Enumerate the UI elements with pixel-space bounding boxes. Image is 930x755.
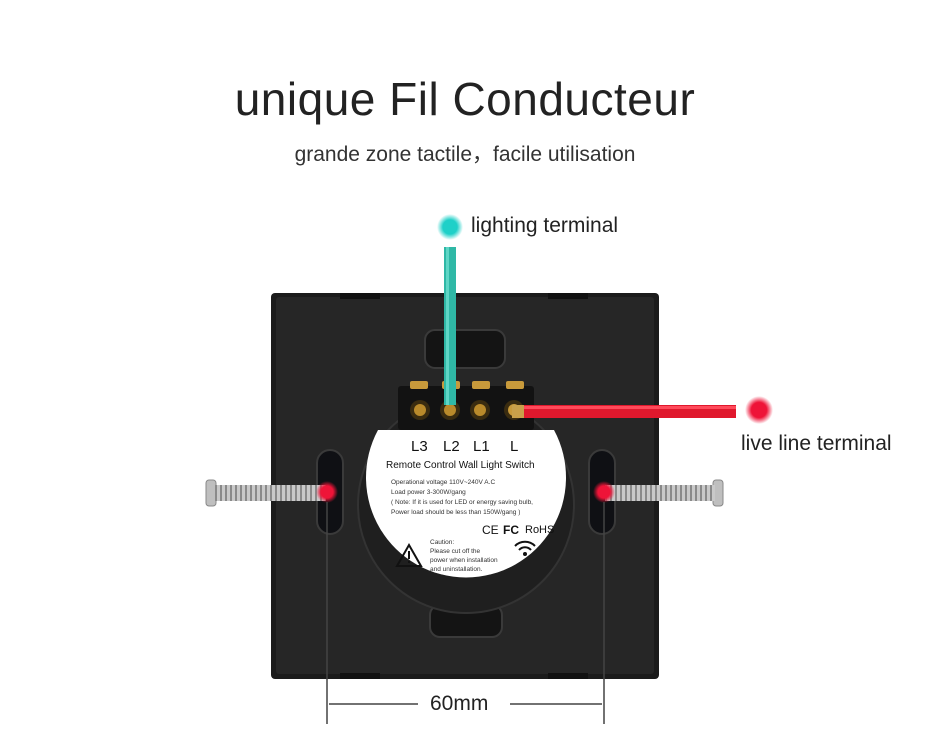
right-screw bbox=[605, 479, 724, 507]
subheadline: grande zone tactile，facile utilisation bbox=[294, 143, 636, 166]
label-sticker bbox=[365, 430, 566, 578]
caution-line: Please cut off the bbox=[430, 548, 481, 555]
wifi-icon bbox=[514, 540, 536, 551]
cert-rohs: RoHS bbox=[525, 524, 555, 536]
cert-ce: CE bbox=[482, 523, 499, 537]
terminal-label-l2: L2 bbox=[443, 438, 460, 455]
live-terminal-label: live line terminal bbox=[741, 432, 892, 455]
caution-line: power when installation bbox=[430, 557, 498, 564]
sticker-spec-line: Power load should be less than 150W/gang… bbox=[391, 509, 521, 516]
terminal-label-l1: L1 bbox=[473, 438, 490, 455]
headline: unique Fil Conducteur bbox=[234, 73, 696, 125]
sticker-spec-line: Operational voltage 110V~240V A.C bbox=[391, 479, 496, 486]
terminal-label-l: L bbox=[510, 438, 519, 455]
cert-fc: FC bbox=[503, 523, 519, 537]
lighting-wire bbox=[444, 247, 456, 405]
left-screw bbox=[205, 479, 326, 507]
sticker-spec-line: Load power 3-300W/gang bbox=[391, 489, 466, 496]
caution-line: and uninstallation. bbox=[430, 566, 483, 573]
caution-line: Caution: bbox=[430, 539, 455, 546]
warning-icon bbox=[395, 542, 423, 567]
terminal-label-l3: L3 bbox=[411, 438, 428, 455]
dimension-guide bbox=[326, 502, 605, 724]
sticker-spec-line: ( Note: If it is used for LED or energy … bbox=[391, 499, 533, 506]
sticker-heading: Remote Control Wall Light Switch bbox=[386, 460, 535, 471]
lighting-terminal-label: lighting terminal bbox=[471, 214, 619, 237]
terminal-block bbox=[398, 386, 534, 430]
dimension-label: 60mm bbox=[430, 692, 489, 715]
